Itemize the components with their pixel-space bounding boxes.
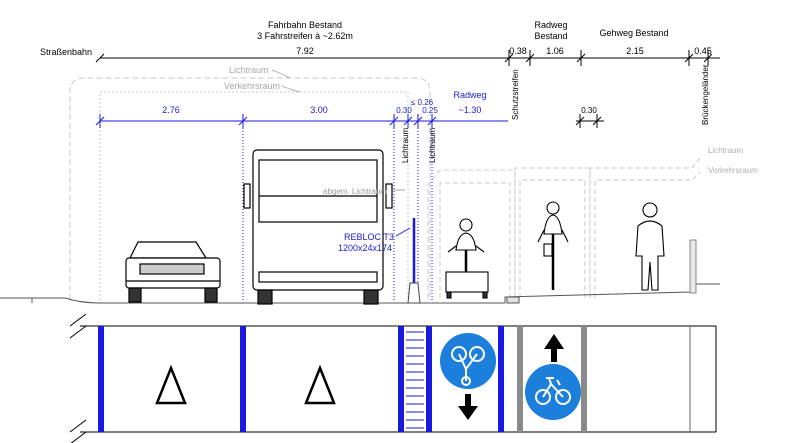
cyclist-icon [537, 201, 569, 290]
header-dimension-line [95, 50, 720, 66]
lichtraum-right-label: Lichtraum [708, 146, 743, 155]
dim-lane1: 2.76 [162, 105, 180, 115]
lichtraum-label: Lichtraum [229, 65, 269, 75]
rebloc-label-2: 1200x24x174 [338, 243, 392, 253]
bicycle-sign-icon-2 [525, 364, 581, 420]
yield-triangle-icon-2 [304, 364, 336, 405]
verkehrsraum-right-label: Verkehrsraum [708, 166, 758, 175]
lichtraum-vertical-2: Lichtraum [428, 128, 437, 163]
curb-radweg [506, 296, 520, 304]
schutzstreifen-vertical: Schutzstreifen [511, 69, 520, 120]
lane-dimension-line [95, 114, 508, 128]
arrow-up-icon [544, 334, 564, 362]
bus-icon [243, 149, 393, 305]
bridge-railing-post [689, 239, 697, 294]
radweg-title-1: Radweg [534, 20, 567, 30]
lichtraum-vertical-1: Lichtraum [401, 128, 410, 163]
dim-038: 0.38 [509, 46, 527, 56]
dim-radweg: 1.06 [546, 46, 564, 56]
abgem-lichtraum-label: abgem. Lichtraum [323, 187, 387, 196]
dim-025: 0.25 [422, 106, 438, 115]
verkehrsraum-label: Verkehrsraum [224, 81, 280, 91]
dim-le026: ≤ 0.26 [411, 98, 434, 107]
verkehrsraum-envelope [99, 91, 409, 300]
arrow-down-icon [458, 394, 478, 420]
dim-045: 0.45 [694, 46, 712, 56]
ground-line [0, 283, 720, 304]
right-envelopes [427, 157, 701, 298]
plan-view [69, 313, 717, 443]
radweg-title-2: Bestand [534, 31, 567, 41]
fahrbahn-title: Fahrbahn Bestand [268, 20, 342, 30]
fahrbahn-subtitle: 3 Fahrstreifen à ~2.62m [257, 31, 353, 41]
rebloc-leader [395, 227, 411, 237]
lichtraum-envelope [69, 77, 431, 300]
dim-030: 0.30 [396, 106, 412, 115]
rebloc-label-1: REBLOC T3 [344, 232, 394, 242]
dim-030-right-line [575, 114, 604, 128]
car-icon [125, 241, 221, 303]
pedestrian-icon [635, 202, 665, 291]
yield-triangle-icon [155, 364, 187, 405]
radweg-new-label: Radweg [453, 90, 486, 100]
dim-fahrbahn: 7.92 [296, 46, 314, 56]
dim-lane2: 3.00 [310, 105, 328, 115]
rebloc-barrier [407, 218, 421, 304]
cyclist-cargo-icon [445, 218, 489, 299]
gehweg-title: Gehweg Bestand [599, 28, 668, 38]
strassenbahn-label: Straßenbahn [40, 47, 92, 57]
verkehrsraum-leader [281, 85, 301, 93]
dim-gehweg: 2.15 [626, 46, 644, 56]
bicycle-sign-icon [440, 333, 496, 389]
lichtraum-leader [271, 69, 291, 79]
radweg-new-dim: ~1.30 [459, 105, 482, 115]
dim-030-right: 0.30 [581, 106, 597, 115]
brueckengelaender-vertical: Brückengeländer [701, 64, 710, 125]
lane-dividers [242, 125, 433, 300]
